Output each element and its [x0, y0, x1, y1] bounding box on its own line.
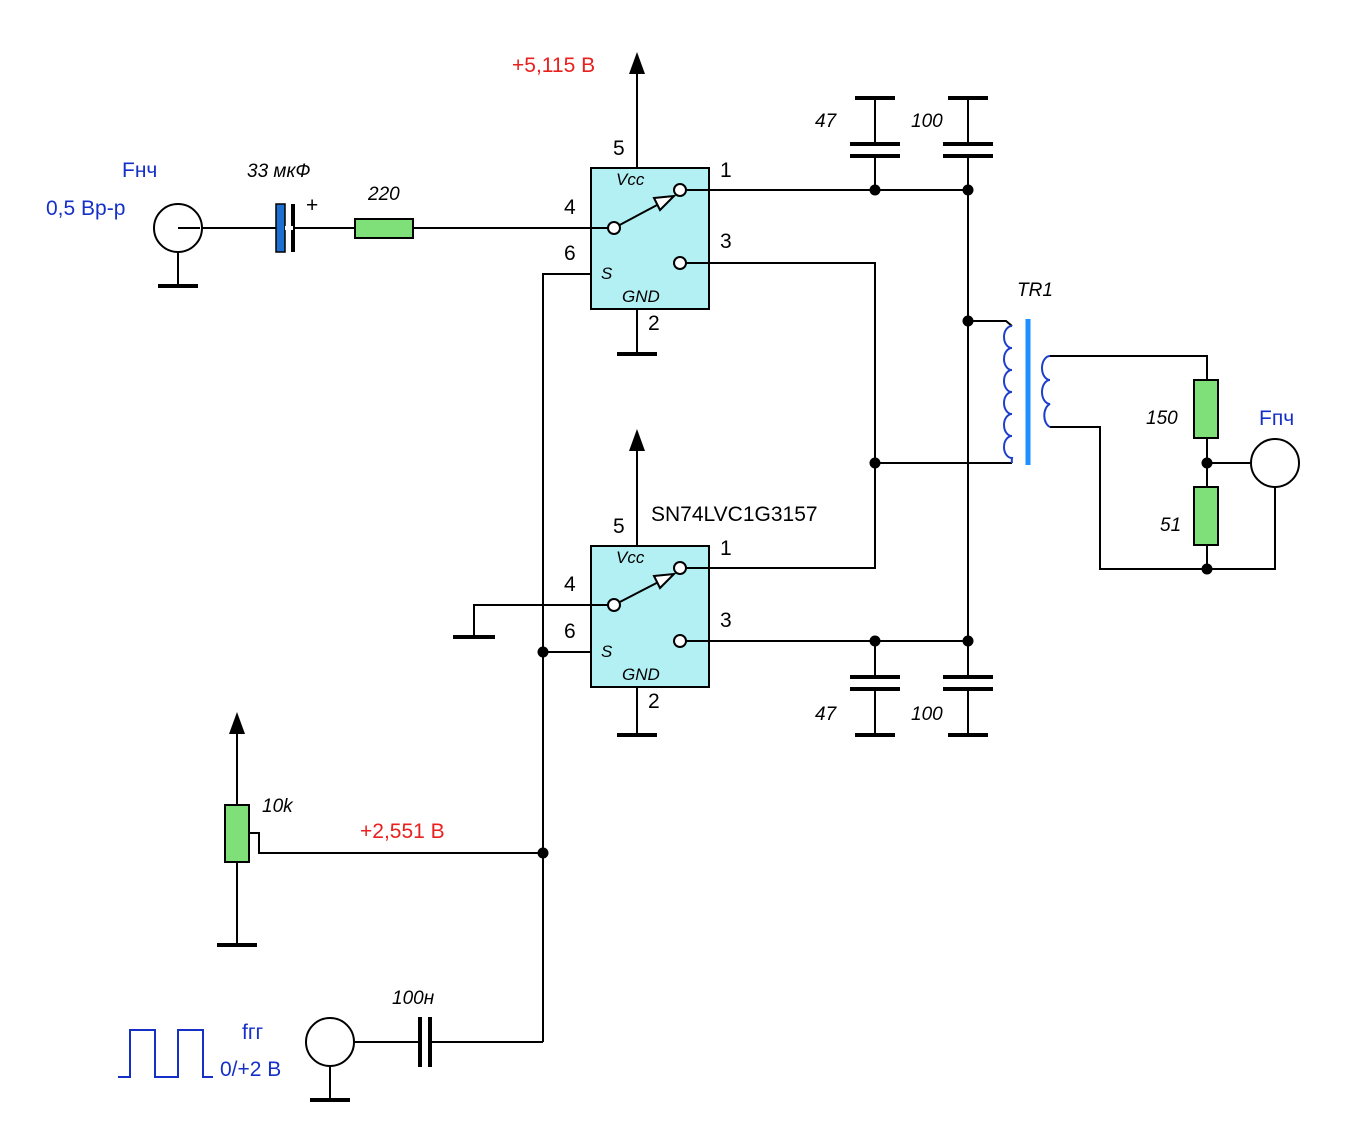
- ic-bottom-contact-4: [607, 598, 621, 612]
- jack-het-input: [305, 1017, 355, 1067]
- svg-text:6: 6: [564, 620, 576, 643]
- label-c-bottom-large: 100: [911, 704, 943, 725]
- ic-bottom-sel-label: S: [601, 642, 613, 661]
- ic-top: Vcc GND S: [590, 167, 710, 310]
- switch-arrow: [652, 572, 677, 590]
- ic-top-contact-1: [673, 183, 687, 197]
- jack-if-output: [1250, 438, 1300, 488]
- svg-text:5: 5: [613, 515, 625, 538]
- svg-text:4: 4: [564, 196, 576, 219]
- resistor-51: [1193, 486, 1219, 546]
- svg-text:2: 2: [648, 690, 660, 713]
- svg-text:6: 6: [564, 242, 576, 265]
- ic-top-sel-label: S: [601, 264, 613, 283]
- ic-top-vcc-label: Vcc: [616, 170, 645, 189]
- vcc-voltage-label: +5,115 В: [512, 54, 595, 77]
- supply-arrow-top: [629, 52, 645, 74]
- label-transformer: TR1: [1017, 280, 1053, 301]
- lf-input-name: Fнч: [122, 159, 157, 182]
- svg-text:2: 2: [648, 312, 660, 335]
- label-c-input: 33 мкФ: [247, 161, 311, 182]
- potentiometer-10k: [224, 804, 250, 863]
- label-c-bottom-small: 47: [815, 704, 838, 725]
- label-c-top-large: 100: [911, 111, 943, 132]
- capacitors: [275, 142, 993, 1067]
- het-input-name: fгг: [242, 1021, 263, 1044]
- ic-top-gnd-label: GND: [622, 287, 660, 306]
- label-c-het: 100н: [392, 988, 435, 1009]
- het-input-level: 0/+2 В: [220, 1058, 281, 1081]
- label-r-out-top: 150: [1146, 408, 1178, 429]
- capacitor-electrolytic: [275, 203, 286, 253]
- label-c-top-small: 47: [815, 111, 838, 132]
- primary-winding: [1003, 325, 1014, 464]
- supply-arrow-pot: [229, 712, 245, 734]
- bias-voltage-label: +2,551 В: [360, 820, 445, 843]
- label-pot: 10k: [262, 796, 294, 817]
- jack-lf-input: [153, 203, 203, 253]
- secondary-winding: [1041, 355, 1051, 428]
- square-wave-icon: [118, 1029, 213, 1078]
- ic-bottom-gnd-label: GND: [622, 665, 660, 684]
- ic-bottom: Vcc GND S: [590, 545, 710, 688]
- ic-bottom-body: [590, 545, 710, 688]
- svg-text:3: 3: [720, 609, 732, 632]
- ic-bottom-contact-3: [673, 634, 687, 648]
- transformer-tr1: [1003, 319, 1051, 465]
- label-r-input: 220: [367, 184, 400, 205]
- if-output-name: Fпч: [1259, 407, 1294, 430]
- grounds: [158, 96, 988, 1102]
- switch-arrow: [652, 194, 677, 212]
- supply-arrow-bottom: [629, 429, 645, 451]
- lf-input-level: 0,5 Вр-р: [46, 197, 125, 220]
- ic-bottom-contact-1: [673, 561, 687, 575]
- svg-text:3: 3: [720, 230, 732, 253]
- resistor-220: [354, 218, 414, 239]
- pin-numbers: 5 1 4 3 6 2 5 1 4 3 6 2: [564, 137, 732, 713]
- ic-part-label: SN74LVC1G3157: [651, 503, 818, 526]
- label-c-polarity: +: [306, 194, 318, 217]
- ic-bottom-vcc-label: Vcc: [616, 548, 645, 567]
- junctions: [537, 184, 1213, 859]
- label-r-out-bottom: 51: [1160, 515, 1181, 536]
- ic-top-contact-4: [607, 221, 621, 235]
- svg-text:1: 1: [720, 159, 732, 182]
- resistor-150: [1193, 379, 1219, 439]
- svg-text:4: 4: [564, 573, 576, 596]
- svg-text:1: 1: [720, 537, 732, 560]
- svg-text:5: 5: [613, 137, 625, 160]
- ic-top-contact-3: [673, 256, 687, 270]
- ic-top-body: [590, 167, 710, 310]
- wires: [177, 72, 1276, 1100]
